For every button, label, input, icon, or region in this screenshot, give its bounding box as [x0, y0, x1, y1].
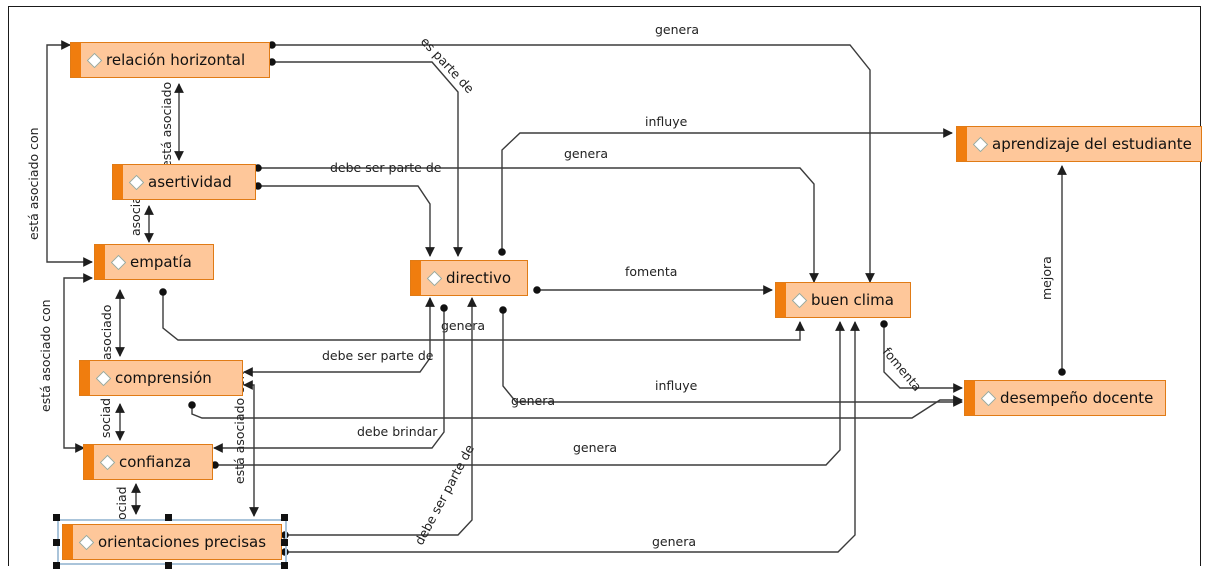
- selection-handle-tl[interactable]: [53, 514, 60, 521]
- edge-label-fomenta-dir: fomenta: [625, 264, 677, 279]
- node-aprendizaje-del-estudiante[interactable]: aprendizaje del estudiante: [956, 126, 1202, 162]
- diamond-icon: [972, 136, 989, 152]
- node-bar: [965, 381, 975, 415]
- edge-label-genera-conf: genera: [573, 440, 617, 455]
- node-label: asertividad: [148, 173, 232, 191]
- node-bar: [71, 43, 81, 77]
- node-bar: [113, 165, 123, 199]
- node-label: aprendizaje del estudiante: [992, 135, 1192, 153]
- node-label: empatía: [130, 253, 192, 271]
- node-label: buen clima: [811, 291, 894, 309]
- node-bar: [95, 245, 105, 279]
- node-directivo[interactable]: directivo: [410, 260, 528, 296]
- diamond-icon: [791, 292, 808, 308]
- node-label: confianza: [119, 453, 192, 471]
- node-buen-clima[interactable]: buen clima: [775, 282, 911, 318]
- diamond-icon: [128, 174, 145, 190]
- diamond-icon: [95, 370, 112, 386]
- edge-label-genera-emp: genera: [441, 318, 485, 333]
- node-orientaciones-precisas[interactable]: orientaciones precisas: [57, 519, 287, 565]
- diamond-icon: [86, 52, 103, 68]
- diamond-icon: [99, 454, 116, 470]
- edge-asociado-empatia-confianza[interactable]: [63, 273, 93, 453]
- edge-label-esta-asociado-comp: está asociado con: [232, 371, 247, 484]
- edge-label-esta-asociado-left: está asociado con: [26, 127, 41, 240]
- node-desempeno-docente[interactable]: desempeño docente: [964, 380, 1166, 416]
- node-empatia[interactable]: empatía: [94, 244, 214, 280]
- edge-genera-asertividad[interactable]: [254, 164, 819, 283]
- edge-label-fomenta-bc: fomenta: [880, 344, 925, 394]
- edge-label-debe-ser-parte-de-comp: debe ser parte de: [322, 348, 434, 363]
- diamond-icon: [78, 534, 95, 550]
- edge-label-asociado-co: ociad: [114, 486, 129, 520]
- edge-label-es-parte-de: es parte de: [418, 34, 478, 96]
- edge-label-influye-top: influye: [645, 114, 688, 129]
- selection-handle-tr[interactable]: [281, 514, 288, 521]
- edge-label-debe-ser-parte-de-orient: debe ser parte de: [411, 442, 477, 548]
- edge-label-esta-asociado-ra: está asociado con: [159, 55, 174, 168]
- edge-fomenta-buenclima[interactable]: [880, 320, 963, 393]
- node-comprension[interactable]: comprensión: [79, 360, 243, 396]
- node-label: orientaciones precisas: [98, 533, 267, 551]
- node-bar: [63, 525, 73, 559]
- edge-label-genera-dir: genera: [511, 393, 555, 408]
- diamond-icon: [980, 390, 997, 406]
- diamond-icon: [426, 270, 443, 286]
- selection-handle-bl[interactable]: [53, 562, 60, 569]
- diamond-icon: [110, 254, 127, 270]
- edge-genera-orientaciones[interactable]: [281, 321, 860, 556]
- node-asertividad[interactable]: asertividad: [112, 164, 256, 200]
- node-bar: [957, 127, 967, 161]
- edge-debe-ser-parte-de-asertividad[interactable]: [254, 182, 435, 257]
- node-bar: [776, 283, 786, 317]
- edge-label-genera-orient: genera: [652, 534, 696, 549]
- selection-handle-br[interactable]: [281, 562, 288, 569]
- selection-handle-tm[interactable]: [165, 514, 172, 521]
- edge-asociado-comprension-orientaciones[interactable]: [243, 380, 259, 517]
- edge-label-debe-ser-parte-de-asert: debe ser parte de: [330, 160, 442, 175]
- node-relacion-horizontal[interactable]: relación horizontal: [70, 42, 270, 78]
- edge-label-genera-top: genera: [655, 22, 699, 37]
- node-bar: [84, 445, 94, 479]
- edge-label-debe-brindar: debe brindar: [357, 424, 438, 439]
- node-bar: [411, 261, 421, 295]
- edge-label-genera-mid: genera: [564, 146, 608, 161]
- node-label: directivo: [446, 269, 512, 287]
- node-label: relación horizontal: [106, 51, 246, 69]
- edge-label-esta-asociado-left2: está asociado con: [38, 299, 53, 412]
- node-confianza[interactable]: confianza: [83, 444, 213, 480]
- selection-handle-ml[interactable]: [53, 539, 60, 546]
- edge-label-asociado-ec: asociado: [99, 305, 114, 360]
- node-bar: [80, 361, 90, 395]
- edge-label-influye-low: influye: [655, 378, 698, 393]
- edge-label-asociado-cc: sociad: [98, 398, 113, 438]
- selection-handle-bm[interactable]: [165, 562, 172, 569]
- selection-handle-mr[interactable]: [281, 539, 288, 546]
- node-label: desempeño docente: [1000, 389, 1154, 407]
- node-label: comprensión: [115, 369, 212, 387]
- edge-label-mejora: mejora: [1039, 256, 1054, 300]
- edge-asociado-relacion-empatia[interactable]: [46, 40, 93, 267]
